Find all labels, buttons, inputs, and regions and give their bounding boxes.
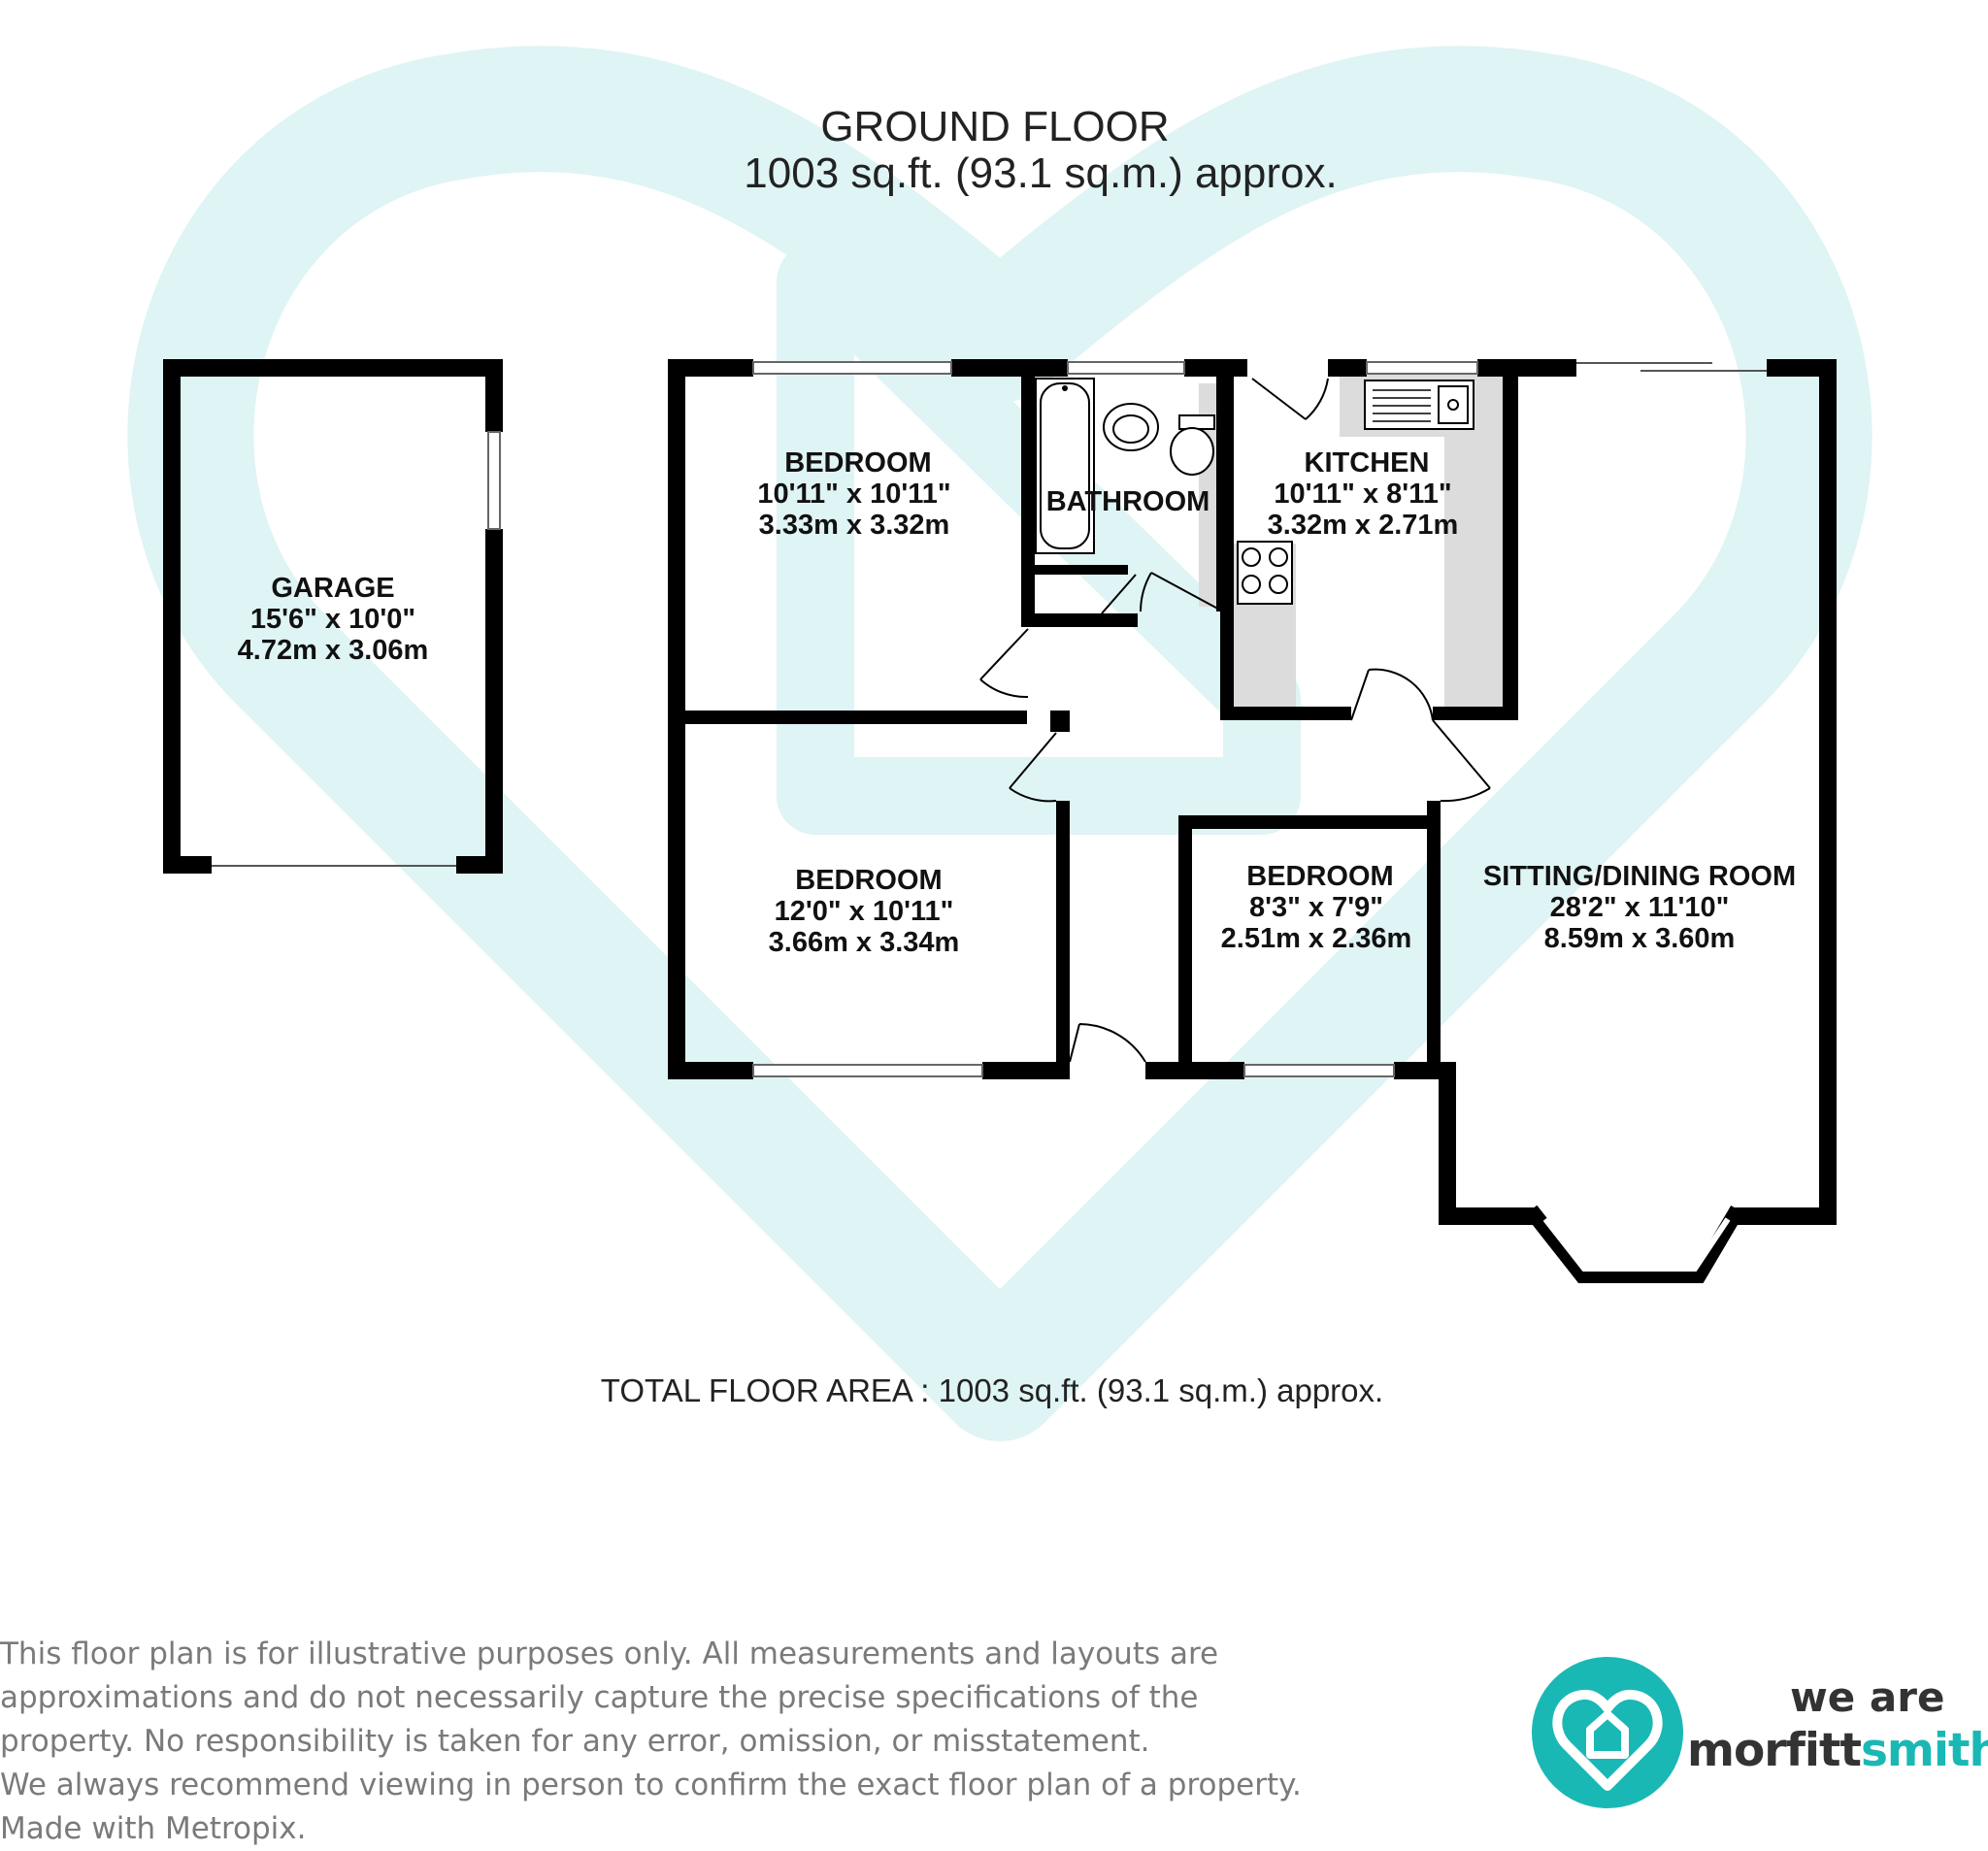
room-imperial: 12'0" x 10'11" [775, 896, 954, 927]
room-name: SITTING/DINING ROOM [1483, 861, 1796, 892]
room-metric: 8.59m x 3.60m [1544, 923, 1736, 954]
room-imperial: 28'2" x 11'10" [1550, 892, 1730, 923]
garage-walls [163, 359, 503, 874]
room-imperial: 10'11" x 10'11" [757, 479, 950, 510]
toilet-icon [1170, 414, 1215, 476]
room-name: BEDROOM [1246, 861, 1393, 892]
room-metric: 4.72m x 3.06m [238, 635, 429, 666]
room-metric: 3.33m x 3.32m [759, 510, 950, 541]
room-name: KITCHEN [1305, 447, 1430, 479]
disclaimer-line: We always recommend viewing in person to… [0, 1768, 1302, 1802]
total-floor-area: TOTAL FLOOR AREA : 1003 sq.ft. (93.1 sq.… [601, 1372, 1383, 1408]
disclaimer: This floor plan is for illustrative purp… [0, 1633, 1378, 1851]
heart-watermark-icon [127, 46, 1872, 1441]
windows [752, 361, 1478, 1077]
room-bedroom-1: BEDROOM 10'11" x 10'11" 3.33m x 3.32m [757, 447, 950, 541]
disclaimer-line: Made with Metropix. [0, 1811, 307, 1846]
disclaimer-line: This floor plan is for illustrative purp… [0, 1636, 1219, 1671]
room-sitting-dining: SITTING/DINING ROOM 28'2" x 11'10" 8.59m… [1483, 861, 1796, 954]
room-metric: 3.32m x 2.71m [1268, 510, 1459, 541]
room-metric: 2.51m x 2.36m [1221, 923, 1412, 954]
brand-name-part2: smith [1860, 1724, 1988, 1777]
room-name: GARAGE [271, 573, 394, 604]
room-kitchen: KITCHEN 10'11" x 8'11" 3.32m x 2.71m [1268, 447, 1459, 541]
bay-window [1524, 1205, 1744, 1283]
door-swings [979, 378, 1491, 1063]
brand-logo: we are morfittsmith [1530, 1640, 1988, 1834]
floor-title: GROUND FLOOR [820, 103, 1169, 150]
house-walls [668, 359, 1837, 1225]
disclaimer-line: approximations and do not necessarily ca… [0, 1680, 1199, 1715]
room-imperial: 10'11" x 8'11" [1274, 479, 1451, 510]
disclaimer-line: property. No responsibility is taken for… [0, 1724, 1150, 1759]
room-bedroom-2: BEDROOM 12'0" x 10'11" 3.66m x 3.34m [769, 865, 960, 958]
floor-area: 1003 sq.ft. (93.1 sq.m.) approx. [744, 149, 1337, 197]
heart-logo-icon [1532, 1657, 1683, 1808]
bay-window-glazing [1542, 1217, 1731, 1272]
room-imperial: 8'3" x 7'9" [1249, 892, 1383, 923]
bathtub-icon [1035, 378, 1095, 554]
room-name: BEDROOM [784, 447, 931, 479]
room-bedroom-3: BEDROOM 8'3" x 7'9" 2.51m x 2.36m [1221, 861, 1412, 954]
room-garage: GARAGE 15'6" x 10'0" 4.72m x 3.06m [238, 573, 429, 666]
room-name: BEDROOM [795, 865, 942, 896]
sliding-door [1576, 362, 1767, 372]
hob-icon [1237, 541, 1293, 605]
brand-we-are: we are [1790, 1673, 1945, 1721]
room-metric: 3.66m x 3.34m [769, 927, 960, 958]
garage-window [487, 431, 501, 530]
room-bathroom: BATHROOM [1046, 486, 1210, 517]
room-imperial: 15'6" x 10'0" [250, 604, 415, 635]
basin-icon [1103, 403, 1159, 451]
brand-name: morfittsmith [1687, 1724, 1988, 1777]
brand-name-part1: morfitt [1687, 1724, 1862, 1777]
sink-icon [1364, 380, 1474, 430]
room-name: BATHROOM [1046, 486, 1210, 517]
